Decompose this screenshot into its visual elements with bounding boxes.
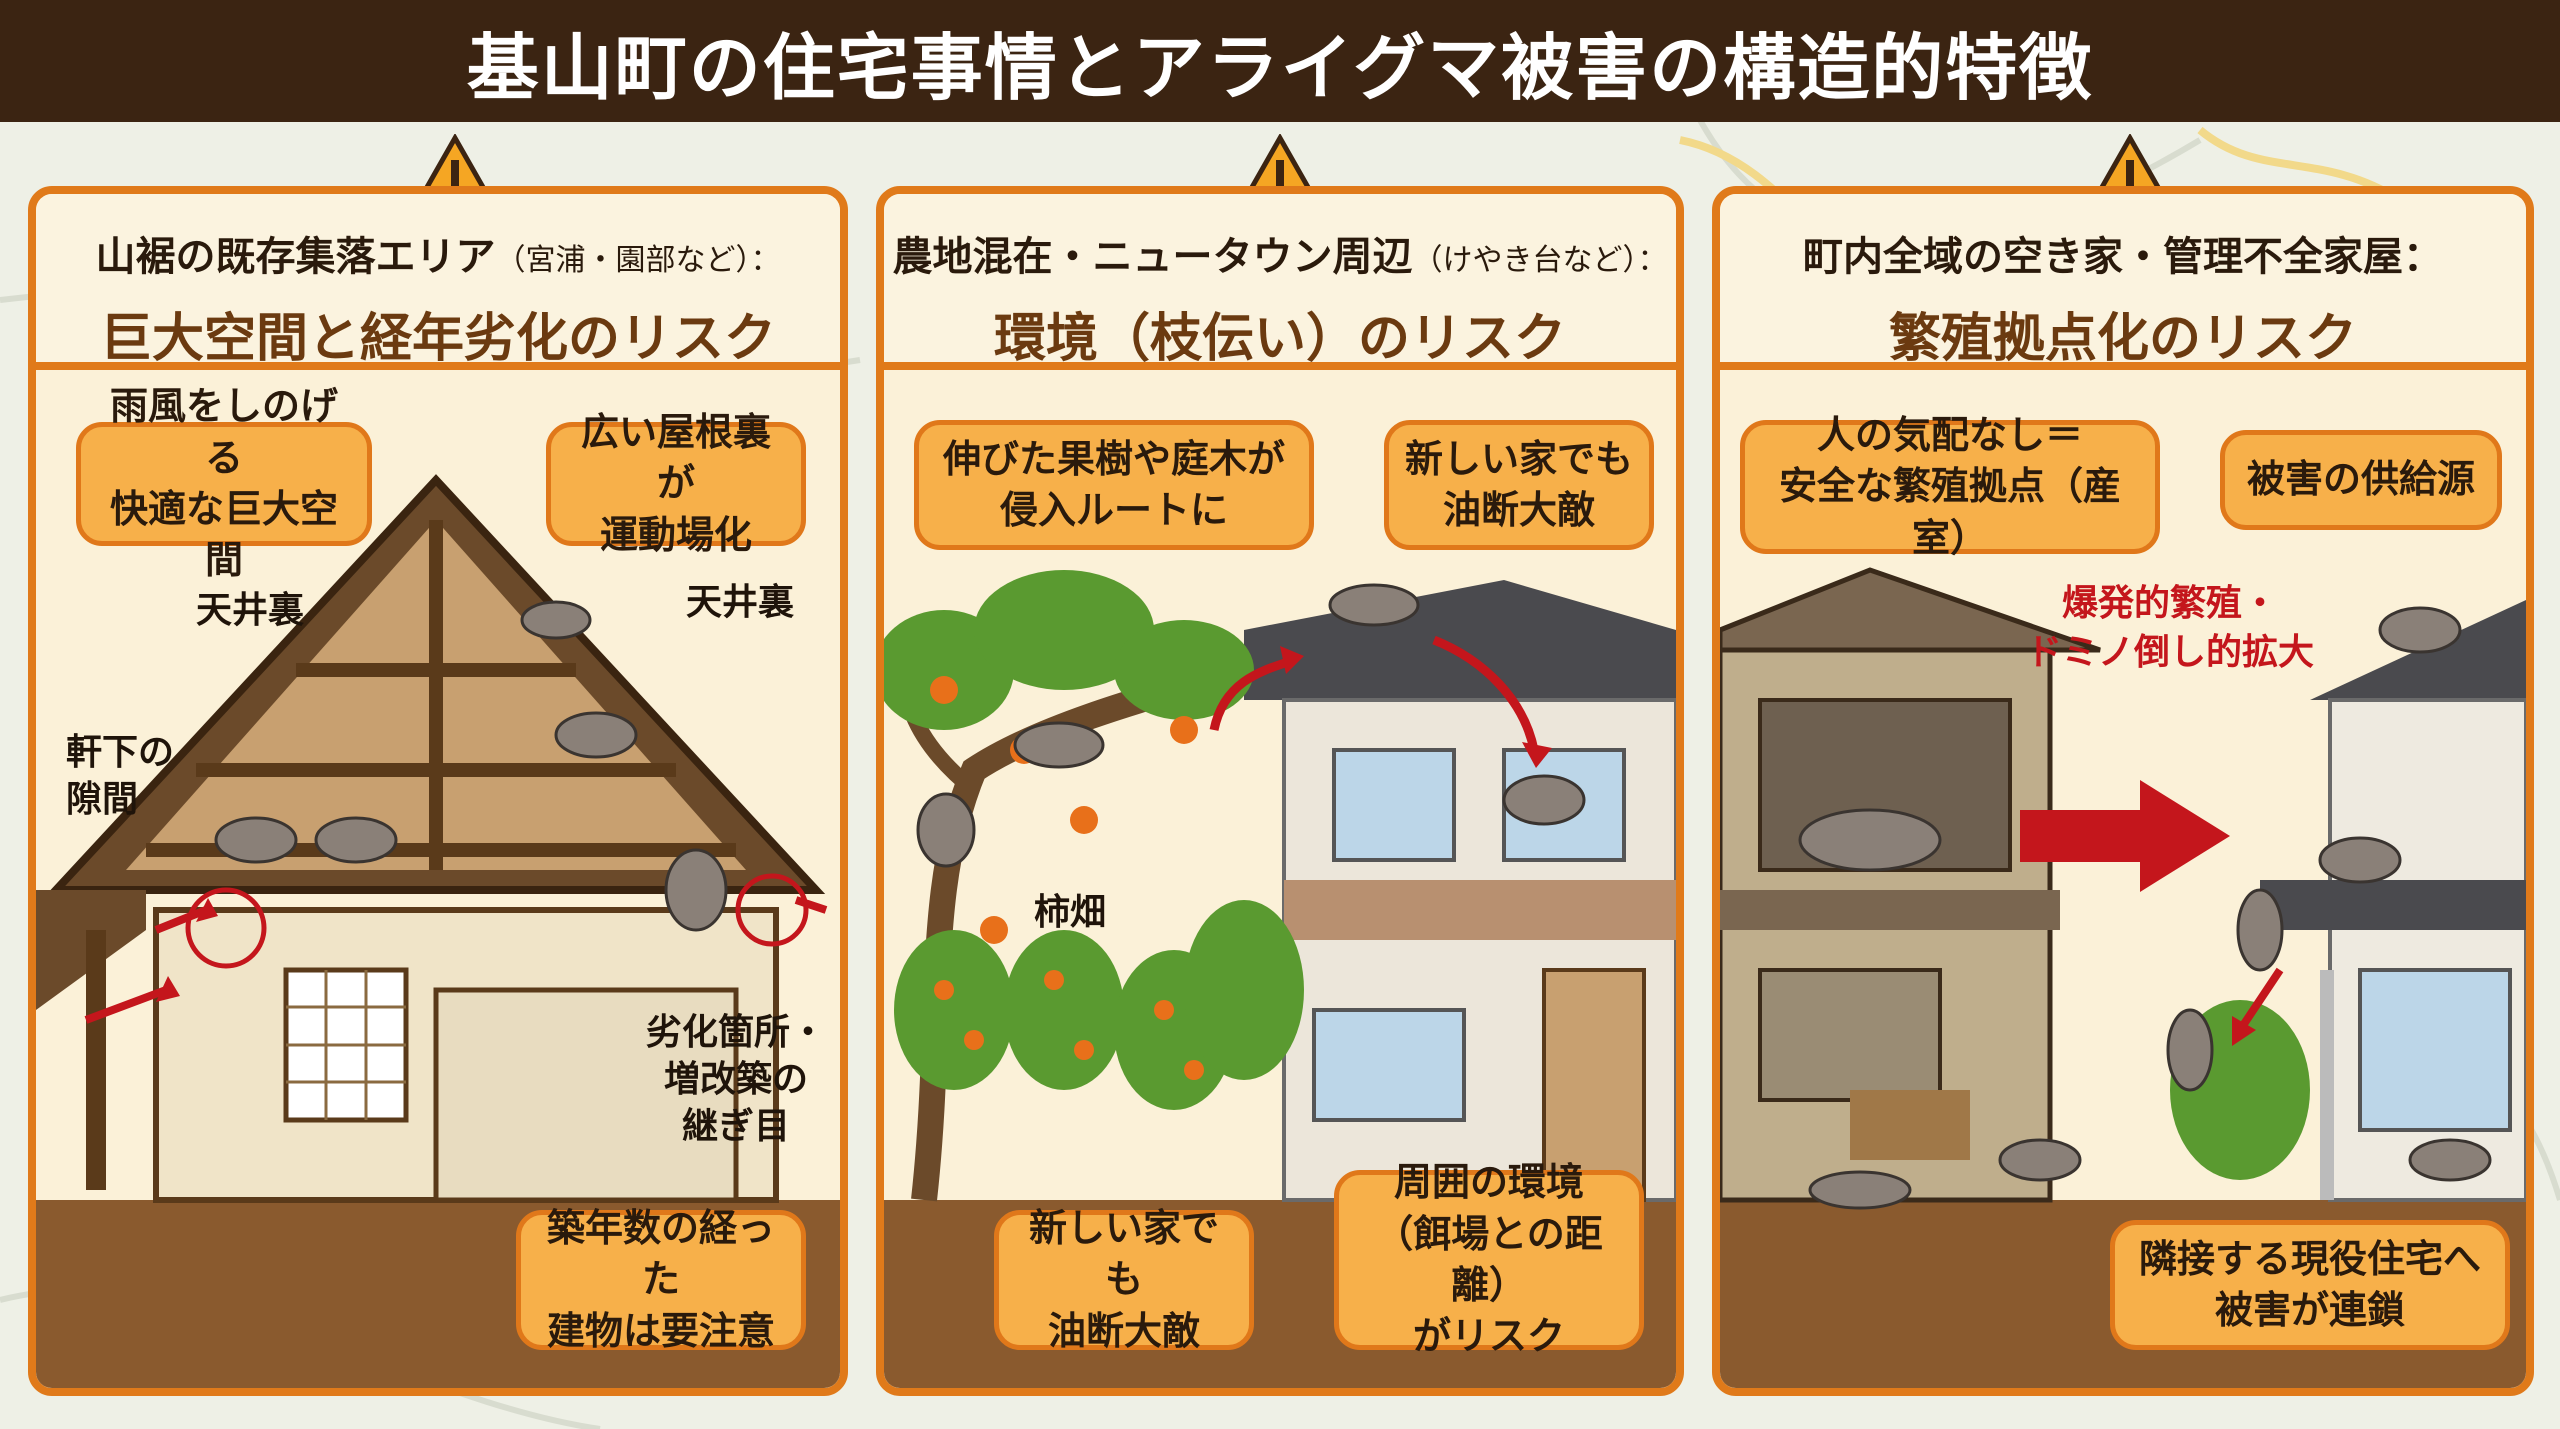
panel-header: 農地混在・ニュータウン周辺（けやき台など）： 環境（枝伝い）のリスク xyxy=(884,194,1676,370)
red-arrow-icon xyxy=(2020,780,2230,892)
scene-vacant-house: 人の気配なし＝ 安全な繁殖拠点（産室） 被害の供給源 隣接する現役住宅へ 被害が… xyxy=(1720,370,2526,1388)
callout-chain-damage: 隣接する現役住宅へ 被害が連鎖 xyxy=(2110,1220,2510,1350)
scene-old-house: 雨風をしのげる 快適な巨大空間 広い屋根裏が 運動場化 築年数の経った 建物は要… xyxy=(36,370,840,1388)
callout-old-building-caution: 築年数の経った 建物は要注意 xyxy=(516,1206,806,1353)
title-banner: 基山町の住宅事情とアライグマ被害の構造的特徴 xyxy=(0,0,2560,122)
panel-farmland-newtown: 農地混在・ニュータウン周辺（けやき台など）： 環境（枝伝い）のリスク xyxy=(876,186,1684,1396)
red-arrow-icon xyxy=(1209,635,1539,751)
panel-main-heading: 繁殖拠点化のリスク xyxy=(1888,309,2357,369)
callout-attic-playground: 広い屋根裏が 運動場化 xyxy=(546,410,806,557)
callout-safe-breeding-site: 人の気配なし＝ 安全な繁殖拠点（産室） xyxy=(1740,413,2160,560)
raccoon-icon xyxy=(916,583,1586,868)
raccoon-icon xyxy=(1798,606,2492,1210)
panel-main-heading: 巨大空間と経年劣化のリスク xyxy=(99,309,776,369)
subheading-text: 農地混在・ニュータウン周辺 xyxy=(892,234,1413,280)
panel-subheading: 山裾の既存集落エリア（宮浦・園部など）： xyxy=(36,224,840,282)
label-eave-gap: 軒下の 隙間 xyxy=(66,732,175,820)
panel-subheading: 農地混在・ニュータウン周辺（けやき台など）： xyxy=(884,224,1676,282)
label-persimmon-field: 柿畑 xyxy=(1034,892,1107,933)
page-title: 基山町の住宅事情とアライグマ被害の構造的特徴 xyxy=(466,25,2094,110)
red-arrow-icon xyxy=(84,896,828,1024)
label-explosive-breeding: 爆発的繁殖・ ドミノ倒し的拡大 xyxy=(2025,583,2314,673)
callout-damage-source: 被害の供給源 xyxy=(2220,430,2502,530)
label-ceiling-space-right: 天井裏 xyxy=(686,582,795,623)
label-deterioration-joints: 劣化箇所・ 増改築の 継ぎ目 xyxy=(646,1012,827,1147)
panel-header: 山裾の既存集落エリア（宮浦・園部など）： 巨大空間と経年劣化のリスク xyxy=(36,194,840,370)
callout-tree-route: 伸びた果樹や庭木が 侵入ルートに xyxy=(914,420,1314,550)
label-ceiling-space-left: 天井裏 xyxy=(196,590,305,631)
subheading-text: 山裾の既存集落エリア xyxy=(95,234,496,280)
callout-comfortable-space: 雨風をしのげる 快適な巨大空間 xyxy=(76,384,372,582)
panel-existing-village: 山裾の既存集落エリア（宮浦・園部など）： 巨大空間と経年劣化のリスク xyxy=(28,186,848,1396)
panel-main-heading: 環境（枝伝い）のリスク xyxy=(993,309,1566,369)
panel-subheading: 町内全域の空き家・管理不全家屋： xyxy=(1803,234,2443,280)
panel-header: 町内全域の空き家・管理不全家屋： 繁殖拠点化のリスク xyxy=(1720,194,2526,370)
panel-vacant-houses: 町内全域の空き家・管理不全家屋： 繁殖拠点化のリスク xyxy=(1712,186,2534,1396)
subheading-note: （けやき台など）： xyxy=(1412,243,1668,278)
raccoon-icon xyxy=(214,600,728,932)
scene-new-house: 伸びた果樹や庭木が 侵入ルートに 新しい家でも 油断大敵 新しい家でも 油断大敵… xyxy=(884,370,1676,1388)
callout-new-house-lower: 新しい家でも 油断大敵 xyxy=(994,1206,1254,1353)
subheading-note: （宮浦・園部など）： xyxy=(495,243,781,278)
callout-surrounding-environment: 周囲の環境 （餌場との距離） がリスク xyxy=(1334,1160,1644,1358)
callout-new-house-upper: 新しい家でも 油断大敵 xyxy=(1384,420,1654,550)
